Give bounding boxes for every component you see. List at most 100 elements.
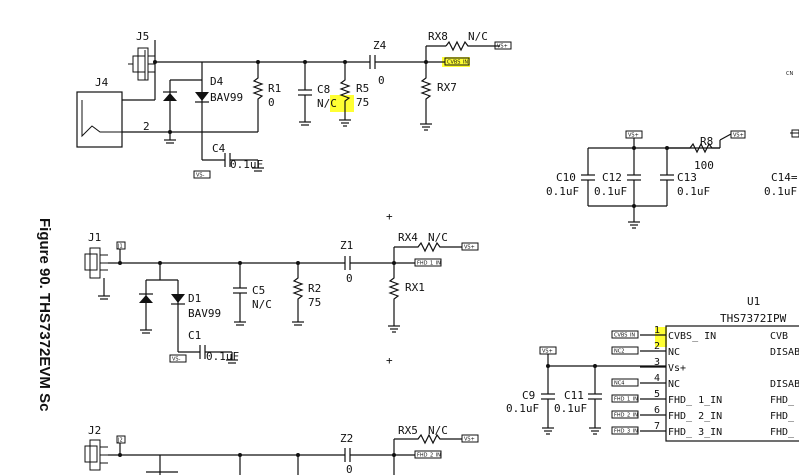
ic-pin-number: 6 bbox=[654, 405, 660, 416]
r1-value: 0 bbox=[268, 96, 275, 109]
ic-pin-right-name: DISABL bbox=[770, 347, 799, 358]
r5-value: 75 bbox=[356, 96, 369, 109]
r2-value: 75 bbox=[308, 296, 321, 309]
c11-value: 0.1uF bbox=[554, 402, 587, 415]
ic-pin-name: FHD_ 1_IN bbox=[668, 395, 722, 406]
c5-ref: C5 bbox=[252, 284, 265, 297]
rx7-ref: RX7 bbox=[437, 81, 457, 94]
c12-value: 0.1uF bbox=[594, 185, 627, 198]
c10-value: 0.1uF bbox=[546, 185, 579, 198]
fhd2-tag: FHD_2_IN bbox=[417, 453, 441, 459]
z1-value: 0 bbox=[346, 272, 353, 285]
cross-marker-2: + bbox=[386, 354, 393, 367]
c10-ref: C10 bbox=[556, 171, 576, 184]
rx4-vs-tag: VS+ bbox=[464, 245, 475, 251]
bottom-section: J2 J2 Z2 0 RX5 N/C VS+ FHD_2_IN bbox=[84, 424, 479, 475]
d1-ref: D1 bbox=[188, 292, 201, 305]
rx5-vs-tag: VS+ bbox=[464, 437, 475, 443]
c4-ref: C4 bbox=[212, 142, 226, 155]
ic-pin-name: NC bbox=[668, 347, 680, 358]
ic-pin-right-name: FHD_ bbox=[770, 411, 795, 422]
ic-pin-net-tag: NC4 bbox=[614, 381, 624, 387]
cn-edge-tag: CN bbox=[786, 71, 793, 77]
ic-pin-net-tag: FHD_2_IN bbox=[614, 413, 638, 419]
supply-vs-tag: VS+ bbox=[628, 133, 639, 139]
rx8-value: N/C bbox=[468, 30, 488, 43]
c14-ref: C14= bbox=[771, 171, 798, 184]
c9-ref: C9 bbox=[522, 389, 535, 402]
r1-ref: R1 bbox=[268, 82, 281, 95]
ic-pin-2: 2NCDISABLNC2 bbox=[611, 341, 799, 358]
j4-pin2: 2 bbox=[143, 120, 150, 133]
top-section: J5 J4 2 D4 BAV99 R1 0 bbox=[76, 30, 512, 179]
c13-ref: C13 bbox=[677, 171, 697, 184]
cross-marker-1: + bbox=[386, 210, 393, 223]
ic-part: THS7372IPW bbox=[720, 312, 787, 325]
z2-ref: Z2 bbox=[340, 432, 353, 445]
j1-connector bbox=[84, 253, 98, 271]
ic-pin-name: CVBS_ IN bbox=[668, 331, 716, 342]
z4-ref: Z4 bbox=[373, 39, 387, 52]
r2-ref: R2 bbox=[308, 282, 321, 295]
c9-value: 0.1uF bbox=[506, 402, 539, 415]
j4-jack bbox=[76, 91, 123, 148]
ic-pin-number: 1 bbox=[654, 325, 660, 336]
c1-value: 0.1uF bbox=[206, 350, 239, 363]
j2-label: J2 bbox=[88, 424, 101, 437]
figure-caption: Figure 90. THS7372EVM Sc bbox=[36, 218, 53, 411]
r8-value: 100 bbox=[694, 159, 714, 172]
j5-label: J5 bbox=[136, 30, 149, 43]
rx8-vs-tag: VS+ bbox=[497, 44, 508, 50]
c14-value: 0.1uF bbox=[764, 185, 797, 198]
ic-pin-name: FHD_ 3_IN bbox=[668, 427, 722, 438]
c12-ref: C12 bbox=[602, 171, 622, 184]
ic-pin-right-name: FHD_ bbox=[770, 395, 795, 406]
c11-ref: C11 bbox=[564, 389, 584, 402]
rx4-value: N/C bbox=[428, 231, 448, 244]
c4-vsm-tag: VS- bbox=[196, 173, 205, 179]
c1-vsm-tag: VS- bbox=[172, 357, 181, 363]
c4-value: 0.1uF bbox=[230, 158, 263, 171]
j4-label: J4 bbox=[95, 76, 109, 89]
ic-pin-3: 3Vs+ bbox=[640, 357, 686, 374]
ic-pin-right-name: CVB bbox=[770, 331, 788, 342]
ic-pin-right-name: DISAB bbox=[770, 379, 799, 390]
d1-value: BAV99 bbox=[188, 307, 221, 320]
c8-value: N/C bbox=[317, 97, 337, 110]
ic-pin-name: Vs+ bbox=[668, 363, 686, 374]
fhd1-tag: FHD_1_IN bbox=[417, 261, 441, 267]
ic-pin-net-tag: CVBS_IN bbox=[614, 333, 635, 339]
ic-pin-number: 7 bbox=[654, 421, 660, 432]
j5-connector bbox=[132, 55, 146, 73]
ic-pin-number: 2 bbox=[654, 341, 660, 352]
rx5-value: N/C bbox=[428, 424, 448, 437]
j1-tag: J1 bbox=[117, 244, 123, 250]
c5-value: N/C bbox=[252, 298, 272, 311]
rx1-ref: RX1 bbox=[405, 281, 425, 294]
j1-label: J1 bbox=[88, 231, 101, 244]
r5-ref: R5 bbox=[356, 82, 369, 95]
rx4-ref: RX4 bbox=[398, 231, 418, 244]
ic-pin-number: 3 bbox=[654, 357, 660, 368]
mid-section: J1 J1 D1 BAV99 C bbox=[84, 231, 479, 364]
d4-ref: D4 bbox=[210, 75, 224, 88]
r8-ref: R8 bbox=[700, 135, 713, 148]
j2-tag: J2 bbox=[117, 438, 123, 444]
ic-pin-name: FHD_ 2_IN bbox=[668, 411, 722, 422]
cvbs-in-tag: CVBS_IN bbox=[447, 60, 468, 66]
ic-ref: U1 bbox=[747, 295, 760, 308]
j5-body bbox=[137, 47, 149, 81]
ic-vs-tag: VS+ bbox=[542, 349, 553, 355]
c8-ref: C8 bbox=[317, 83, 330, 96]
ic-pin-number: 5 bbox=[654, 389, 660, 400]
ic-pin-right-name: FHD_ bbox=[770, 427, 795, 438]
rx5-ref: RX5 bbox=[398, 424, 418, 437]
z2-value: 0 bbox=[346, 463, 353, 475]
ic-pin-number: 4 bbox=[654, 373, 660, 384]
